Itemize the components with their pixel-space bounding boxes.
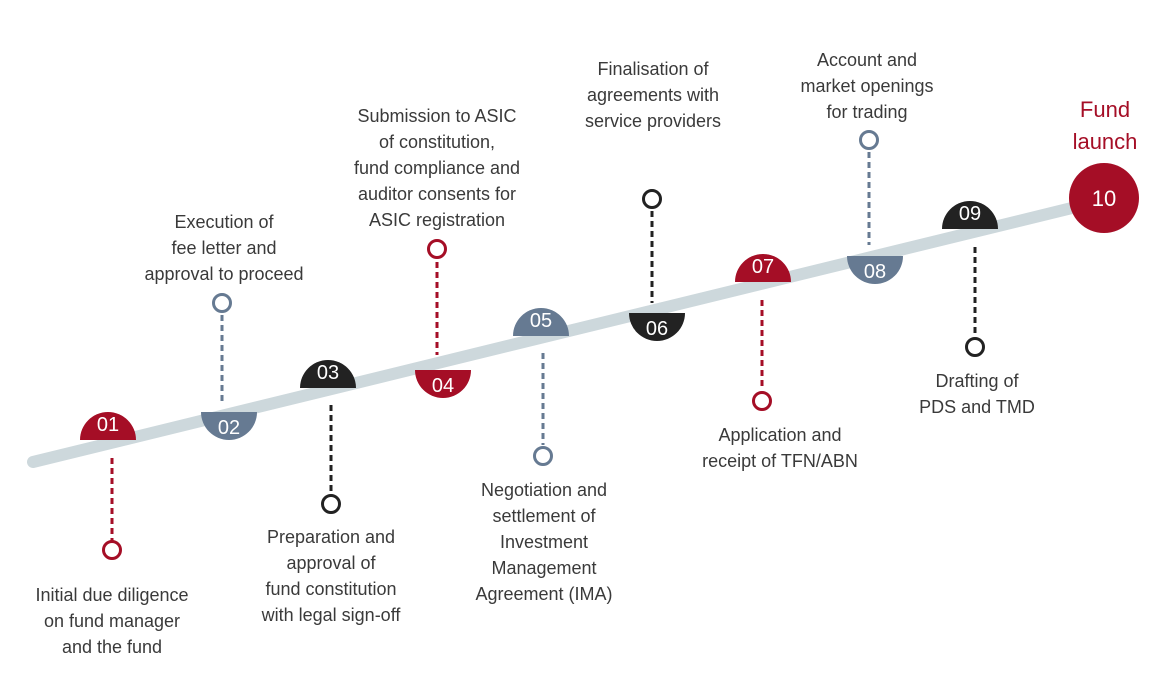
step-04: 04 — [415, 239, 471, 398]
step-endpoint — [642, 189, 662, 209]
step-label-line: Finalisation of — [597, 59, 709, 79]
step-number: 06 — [646, 318, 668, 340]
step-number: 05 — [530, 310, 552, 332]
step-label-line: market openings — [800, 76, 934, 96]
step-label-line: Preparation and — [266, 527, 396, 547]
step-09-label: Drafting of PDS and TMD — [919, 368, 1035, 420]
step-01: 01 — [80, 412, 136, 560]
step-02: 02 — [201, 293, 257, 440]
step-label-line: approval to proceed — [144, 264, 304, 284]
step-label-line: of constitution, — [378, 132, 496, 152]
step-label-line: Application and — [718, 425, 842, 445]
step-05: 05 — [513, 308, 569, 466]
step-label-line: fund constitution — [265, 579, 397, 599]
step-label-line: approval of — [286, 553, 376, 573]
step-label-line: for trading — [826, 102, 908, 122]
step-circle — [300, 360, 356, 388]
step-circle — [1069, 163, 1139, 233]
step-endpoint — [321, 494, 341, 514]
step-label-line: Initial due diligence — [35, 585, 189, 605]
step-04-label: Submission to ASIC of constitution, fund c… — [354, 103, 520, 233]
fund-launch-title: Fund launch — [1073, 94, 1138, 158]
step-label-line: Investment — [499, 532, 589, 552]
step-label-line: receipt of TFN/ABN — [702, 451, 858, 471]
step-09: 09 — [942, 201, 998, 357]
step-number: 03 — [317, 362, 339, 384]
step-06-label: Finalisation of agreements with service pr… — [585, 56, 721, 134]
step-07-label: Application and receipt of TFN/ABN — [702, 422, 858, 474]
step-number: 01 — [97, 414, 119, 436]
step-08-label: Account and market openings for trading — [800, 47, 933, 125]
step-circle — [942, 201, 998, 229]
step-endpoint — [965, 337, 985, 357]
step-label-line: on fund manager — [43, 611, 181, 631]
step-label-line: fee letter and — [171, 238, 277, 258]
step-endpoint — [752, 391, 772, 411]
step-endpoint — [859, 130, 879, 150]
step-label-line: Account and — [816, 50, 918, 70]
step-label-line: ASIC registration — [368, 210, 506, 230]
step-label-line: with legal sign-off — [261, 605, 401, 625]
step-label-line: agreements with — [586, 85, 720, 105]
step-02-label: Execution of fee letter and approval to pr… — [144, 209, 303, 287]
step-circle — [80, 412, 136, 440]
step-03: 03 — [300, 360, 356, 514]
step-label-line: PDS and TMD — [919, 397, 1035, 417]
step-circle — [735, 254, 791, 282]
step-circle — [629, 313, 685, 341]
step-label-line: Agreement (IMA) — [475, 584, 613, 604]
step-label-line: Negotiation and — [480, 480, 608, 500]
step-08: 08 — [847, 130, 903, 284]
step-10: 10 — [1069, 163, 1139, 233]
step-number: 04 — [432, 375, 454, 397]
fund-launch-title-line: launch — [1072, 129, 1138, 154]
step-label-line: and the fund — [61, 637, 163, 657]
step-label-line: service providers — [584, 111, 722, 131]
step-label-line: fund compliance and — [353, 158, 521, 178]
step-endpoint — [427, 239, 447, 259]
step-label-line: Submission to ASIC — [357, 106, 517, 126]
step-06: 06 — [629, 189, 685, 341]
step-03-label: Preparation and approval of fund constitut… — [262, 524, 401, 628]
step-label-line: Management — [491, 558, 597, 578]
step-endpoint — [212, 293, 232, 313]
step-circle — [513, 308, 569, 336]
step-number: 08 — [864, 261, 886, 283]
step-number: 07 — [752, 256, 774, 278]
step-circle — [415, 370, 471, 398]
step-label-line: Drafting of — [935, 371, 1019, 391]
step-endpoint — [102, 540, 122, 560]
step-number: 02 — [218, 417, 240, 439]
step-label-line: settlement of — [492, 506, 596, 526]
step-circle — [847, 256, 903, 284]
step-number: 10 — [1092, 186, 1116, 211]
step-label-line: Execution of — [174, 212, 274, 232]
step-01-label: Initial due diligence on fund manager and … — [35, 582, 188, 660]
step-endpoint — [533, 446, 553, 466]
step-07: 07 — [735, 254, 791, 411]
step-label-line: auditor consents for — [357, 184, 517, 204]
fund-launch-title-line: Fund — [1079, 97, 1131, 122]
step-circle — [201, 412, 257, 440]
step-number: 09 — [959, 203, 981, 225]
